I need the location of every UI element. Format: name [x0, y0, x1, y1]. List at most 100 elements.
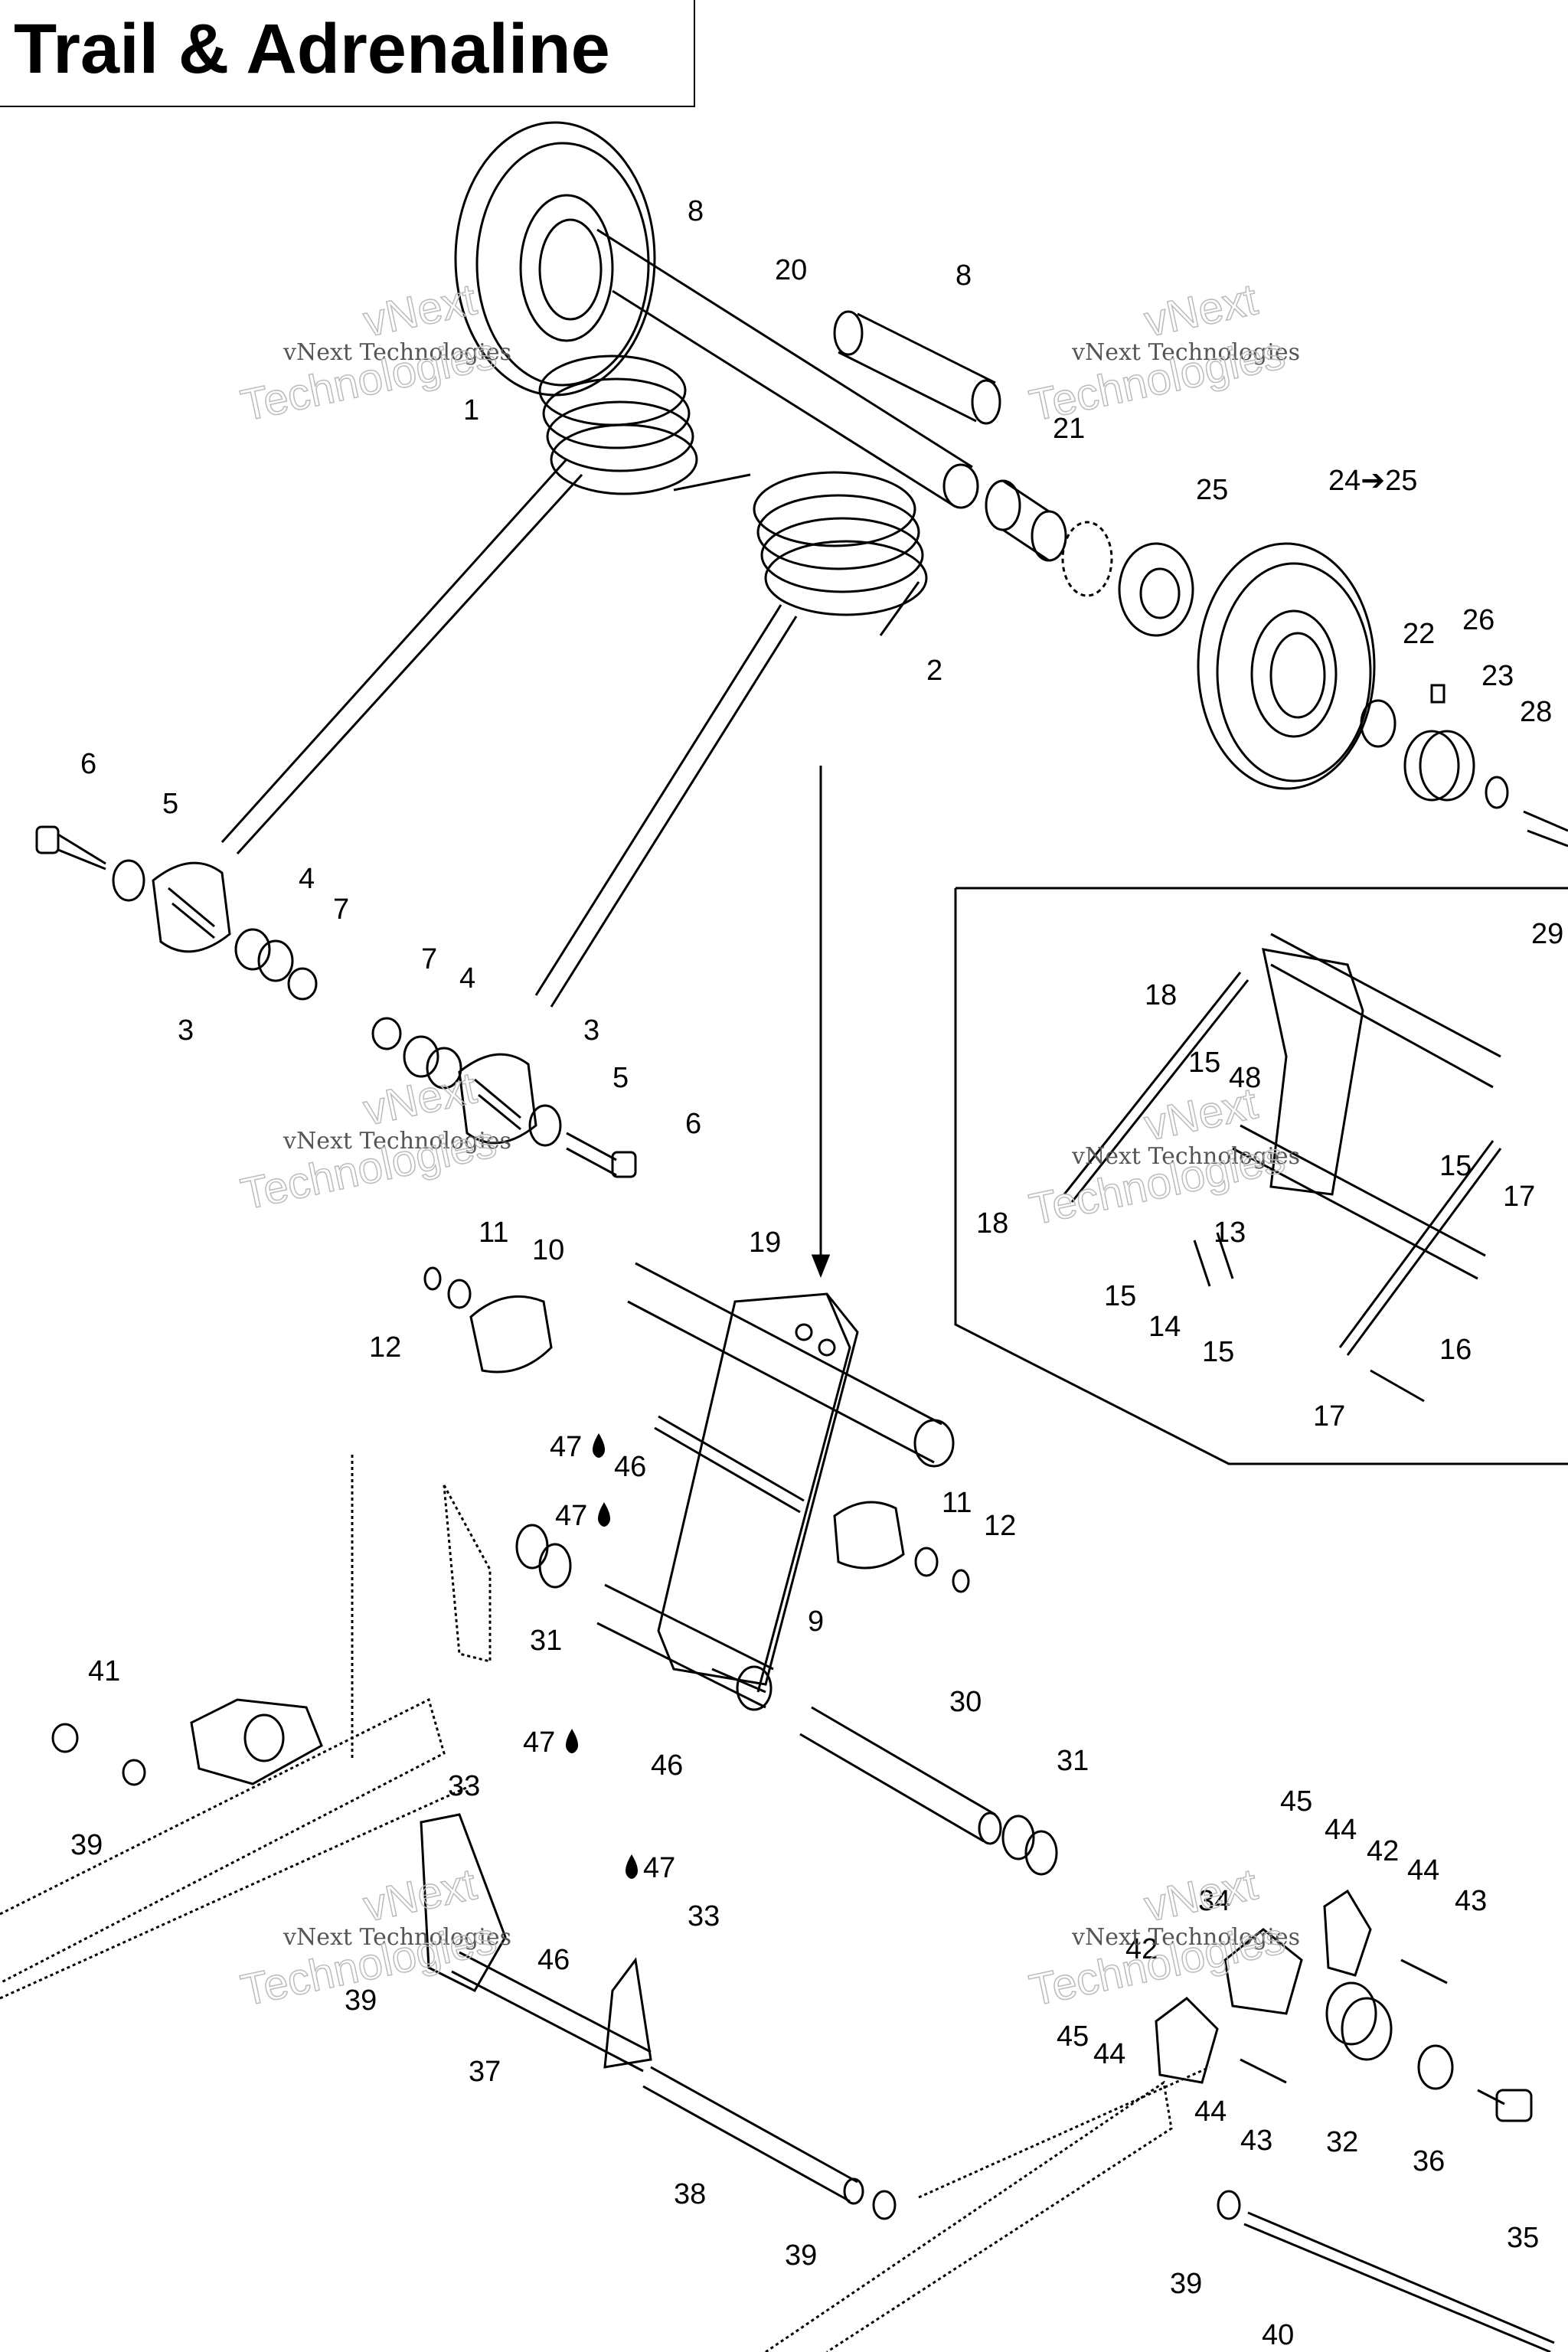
oil-drop-icon — [566, 1729, 578, 1753]
bolt-43-upper — [1400, 1958, 1448, 1984]
callout-41: 41 — [88, 1655, 120, 1687]
callout-6b: 6 — [685, 1108, 701, 1140]
pin-46 — [654, 1415, 805, 1514]
watermark-6: vNext Technologies vNext Technologies — [1024, 1859, 1300, 2017]
rod-40 — [1243, 2211, 1555, 2352]
washer-39-a — [122, 1759, 146, 1786]
bushing-4-right — [403, 1035, 462, 1089]
callout-5b: 5 — [612, 1062, 629, 1094]
callout-20: 20 — [775, 254, 807, 286]
crossbar-37 — [451, 1951, 652, 2073]
bolt-43-lower — [1240, 2058, 1287, 2084]
callout-37: 37 — [469, 2056, 501, 2088]
lower-rail — [765, 2066, 1210, 2352]
callout-26: 26 — [1462, 604, 1494, 636]
callout-47d: 47 — [643, 1852, 675, 1884]
right-wheel — [1197, 542, 1376, 790]
callout-44c: 44 — [1093, 2038, 1125, 2070]
callout-29: 29 — [1531, 918, 1563, 950]
bolt-6-left — [35, 825, 106, 871]
bracket-37-left — [420, 1813, 507, 1992]
bracket-34 — [1223, 1928, 1303, 2015]
washer-39-c — [1217, 2190, 1241, 2220]
bracket-42-upper — [1323, 1889, 1372, 1977]
callout-19: 19 — [749, 1227, 781, 1259]
callout-2: 2 — [926, 655, 942, 687]
inset-tube-14 — [1193, 1232, 1234, 1287]
title-box: Trail & Adrenaline — [0, 0, 695, 107]
page-title: Trail & Adrenaline — [14, 10, 610, 88]
callout-11b: 11 — [942, 1487, 972, 1519]
setscrew-26 — [1430, 684, 1446, 704]
callout-15d: 15 — [1202, 1336, 1234, 1368]
bracket-41 — [190, 1698, 323, 1785]
inset-rod-front — [1063, 972, 1250, 1203]
callout-10: 10 — [532, 1234, 564, 1266]
callout-28: 28 — [1520, 696, 1552, 728]
callout-16: 16 — [1439, 1334, 1472, 1366]
callout-39c: 39 — [785, 2239, 817, 2272]
callout-46c: 46 — [537, 1944, 570, 1976]
svg-text:vNext Technologies: vNext Technologies — [283, 1924, 511, 1951]
callout-38: 38 — [674, 2178, 706, 2210]
callout-46b: 46 — [651, 1749, 683, 1782]
callout-13: 13 — [1214, 1217, 1246, 1249]
callout-25: 25 — [1196, 474, 1228, 506]
callout-18b: 18 — [976, 1207, 1008, 1240]
oil-drop-icon — [598, 1502, 610, 1527]
svg-text:vNext Technologies: vNext Technologies — [1071, 1924, 1300, 1951]
collar-32 — [1325, 1981, 1393, 2061]
callout-5a: 5 — [162, 788, 178, 820]
washer-5-left — [112, 859, 145, 902]
callout-12b: 12 — [984, 1510, 1016, 1542]
washer-39-b — [872, 2190, 897, 2220]
nut-7-right — [371, 1017, 402, 1050]
callout-39d: 39 — [1170, 2268, 1202, 2300]
washer-11-bottom — [914, 1547, 939, 1577]
callout-31b: 31 — [1057, 1745, 1089, 1777]
callout-8b: 8 — [956, 260, 972, 292]
callout-numbers: 1 2 3 3 4 4 5 5 6 6 7 7 8 8 9 10 11 11 1… — [70, 195, 1563, 2351]
collar-23 — [1403, 730, 1475, 802]
callout-39b: 39 — [345, 1984, 377, 2017]
inset-arm-13 — [1232, 933, 1501, 1280]
watermark-3: vNext Technologies vNext Technologies — [236, 1063, 511, 1220]
callout-40: 40 — [1262, 2319, 1294, 2351]
callout-7b: 7 — [421, 943, 437, 975]
callout-44d: 44 — [1194, 2096, 1227, 2128]
callout-32: 32 — [1326, 2126, 1358, 2158]
nut-7-left — [287, 967, 318, 1001]
callout-47b: 47 — [555, 1500, 587, 1532]
callout-14: 14 — [1148, 1311, 1181, 1343]
sleeve-8 — [833, 310, 1001, 425]
callout-15c: 15 — [1104, 1280, 1136, 1312]
inset-frame — [954, 887, 1568, 1465]
callout-3b: 3 — [583, 1014, 599, 1047]
block-10 — [469, 1295, 553, 1374]
callout-17b: 17 — [1313, 1400, 1345, 1432]
watermark-4: vNext Technologies vNext Technologies — [1024, 1078, 1300, 1236]
washer-36 — [1417, 2044, 1454, 2090]
callout-33a: 33 — [448, 1770, 480, 1802]
callout-30: 30 — [949, 1686, 982, 1718]
callout-22: 22 — [1403, 618, 1435, 650]
watermark-2: vNext Technologies vNext Technologies — [1024, 274, 1300, 432]
callout-17a: 17 — [1503, 1181, 1535, 1213]
callout-7a: 7 — [333, 893, 349, 926]
svg-text:vNext Technologies: vNext Technologies — [1071, 339, 1300, 366]
bushing-31-upper — [515, 1524, 572, 1589]
callout-44a: 44 — [1325, 1814, 1357, 1846]
washer-28 — [1485, 776, 1509, 809]
svg-text:vNext Technologies: vNext Technologies — [283, 339, 511, 366]
swing-arm-19 — [596, 1262, 955, 1730]
callout-47a: 47 — [550, 1431, 582, 1463]
callout-3a: 3 — [178, 1014, 194, 1047]
bushing-31-lower — [1001, 1815, 1058, 1876]
callout-21: 21 — [1053, 413, 1085, 445]
callout-4b: 4 — [459, 962, 475, 995]
callout-15a: 15 — [1188, 1047, 1220, 1079]
callout-45b: 45 — [1057, 2020, 1089, 2053]
inset-bolt-16 — [1370, 1369, 1425, 1403]
clip-12-bottom — [952, 1569, 970, 1593]
